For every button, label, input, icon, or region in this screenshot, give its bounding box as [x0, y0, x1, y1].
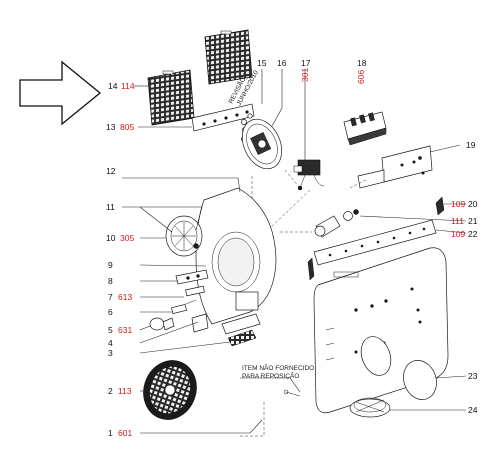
callout-1-number: 1: [108, 428, 113, 438]
callout-15-number: 15: [257, 58, 267, 68]
part-14-grease-filter: [147, 69, 195, 126]
part-12-blower-housing: [195, 187, 277, 335]
callout-2-number: 2: [108, 386, 113, 396]
hollow-arrow-right-icon: [19, 60, 102, 126]
part-10-fan-impeller: [165, 215, 203, 257]
callout-9-number: 9: [108, 260, 113, 270]
part-filter-mesh-upper: [204, 29, 253, 85]
callout-14-number: 14: [108, 81, 118, 91]
callout-1-code: 601: [118, 428, 132, 438]
part-18-switch-block: [343, 111, 387, 146]
callout-8-number: 8: [108, 276, 113, 286]
part-19-bracket: [357, 145, 433, 189]
callout-13-code: 805: [120, 122, 134, 132]
callout-17-number: 17: [301, 58, 311, 68]
part-3-4-covers: [227, 329, 257, 347]
callout-22-number: 22: [468, 229, 478, 239]
callout-3-number: 3: [108, 348, 113, 358]
not-supplied-note-line2: PARA REPOSIÇÃO: [242, 371, 299, 380]
part-8-9-brackets: [175, 269, 209, 297]
callout-12-number: 12: [106, 166, 116, 176]
callout-20-number: 20: [468, 199, 478, 209]
callout-6-number: 6: [108, 307, 113, 317]
callout-2-code: 113: [118, 386, 132, 396]
callout-16-number: 16: [277, 58, 287, 68]
part-20-end-cap: [307, 196, 445, 281]
part-5-7-lamp-parts: [149, 299, 209, 333]
callout-5-code: 631: [118, 325, 132, 335]
part-13-panel-strip: [191, 103, 255, 132]
assembly-dashed-lines: [240, 169, 367, 437]
callout-22-code: 109: [451, 229, 465, 239]
callout-24-number: 24: [468, 405, 478, 415]
callout-14-code: 114: [121, 81, 135, 91]
leader-lines: [122, 69, 467, 434]
callout-10-number: 10: [106, 233, 116, 243]
callout-5-number: 5: [108, 325, 113, 335]
callout-23-number: 23: [468, 371, 478, 381]
callout-21-number: 21: [468, 216, 478, 226]
part-17-connector: [293, 159, 325, 191]
part-24-filter-ring: [349, 397, 391, 418]
part-21-lamp-holder: [314, 209, 359, 238]
callout-7-number: 7: [108, 292, 113, 302]
callout-17-code: 301: [300, 68, 310, 82]
callout-7-code: 613: [118, 292, 132, 302]
callout-18-code: 606: [356, 70, 366, 84]
part-hood-body: [313, 247, 449, 414]
part-22-trim-strip: [313, 219, 437, 266]
callout-18-number: 18: [357, 58, 367, 68]
not-supplied-note-line1: ITEM NÃO FORNECIDO: [242, 363, 314, 372]
callout-11-number: 11: [106, 202, 115, 212]
part-2-carbon-filter: [143, 360, 197, 420]
part-16-switch-plate: [241, 118, 283, 170]
callout-10-code: 305: [120, 233, 134, 243]
callout-20-code: 109: [451, 199, 465, 209]
callout-19-number: 19: [466, 140, 476, 150]
callout-4-number: 4: [108, 338, 113, 348]
callout-21-code: 111: [451, 216, 464, 226]
callout-13-number: 13: [106, 122, 116, 132]
